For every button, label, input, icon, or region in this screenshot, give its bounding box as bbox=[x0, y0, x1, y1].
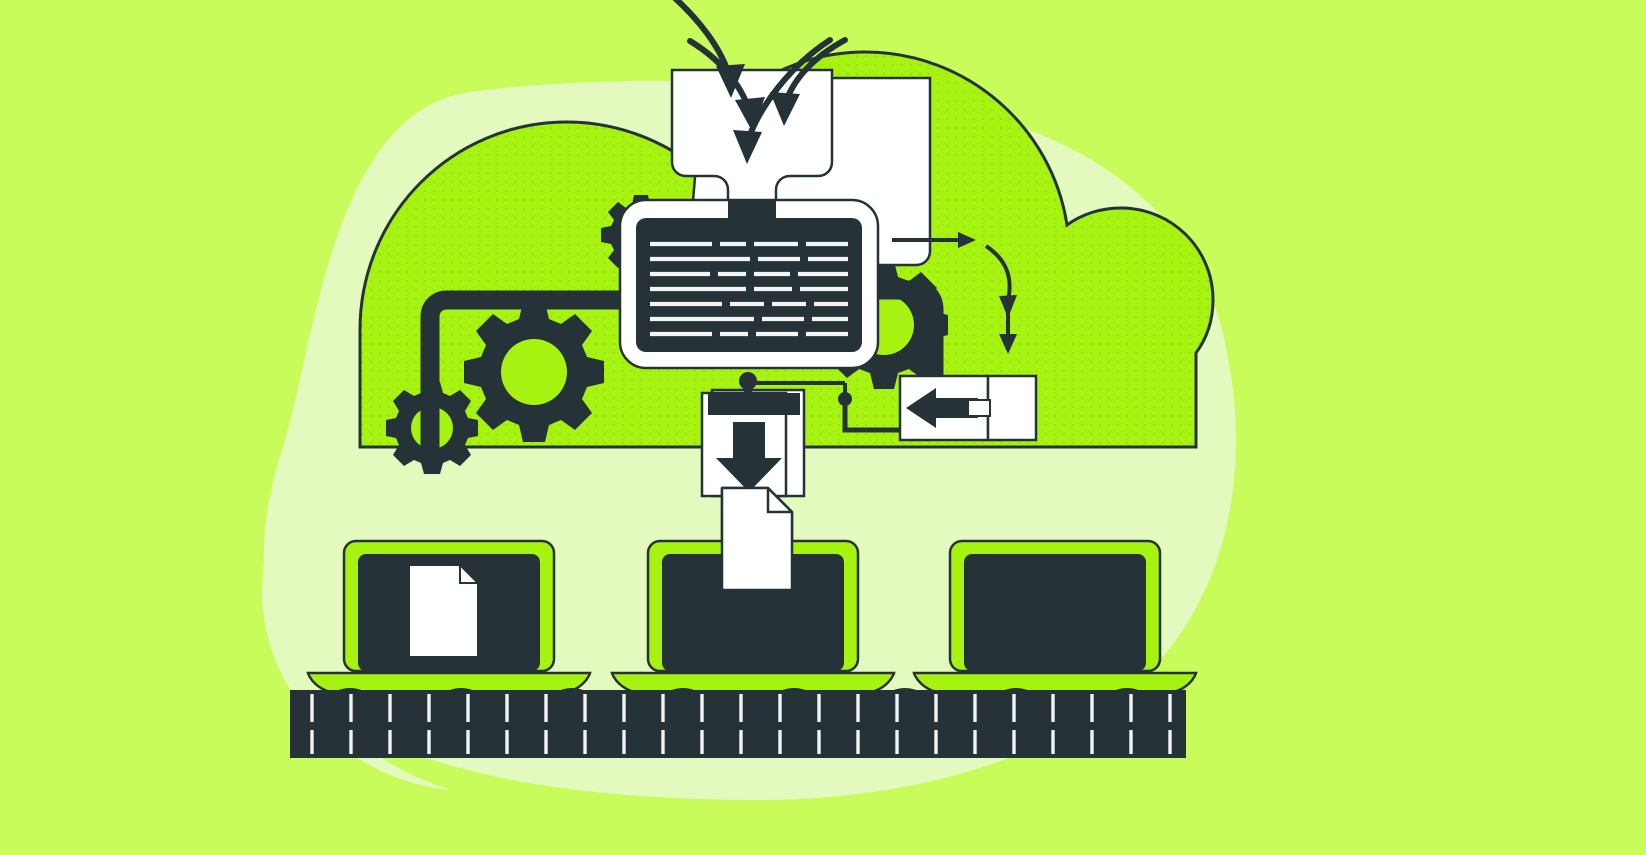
conveyor-rail-bottom bbox=[290, 726, 1186, 758]
gear-large-left-icon bbox=[464, 302, 604, 442]
feedback-module bbox=[898, 374, 1038, 442]
conveyor-ticks-bottom bbox=[310, 730, 1172, 754]
pipe-conduits bbox=[420, 280, 944, 452]
laptop-left bbox=[306, 539, 592, 696]
incoming-arrow-3-icon bbox=[770, 37, 848, 126]
incoming-arrow-2-icon bbox=[687, 38, 765, 131]
incoming-arrow-4-icon bbox=[733, 37, 833, 164]
flow-arrow-indicators bbox=[892, 232, 1017, 354]
laptop-left-screen-document bbox=[408, 564, 479, 658]
processing-unit bbox=[618, 198, 880, 370]
conveyor-ticks-top bbox=[310, 694, 1172, 722]
laptop-center bbox=[610, 539, 896, 696]
flow-arrow-right-icon bbox=[892, 232, 976, 248]
processor-text-lines bbox=[650, 241, 848, 337]
printed-document-front bbox=[720, 486, 794, 592]
printer-module bbox=[700, 372, 806, 498]
conveyor-rail-top bbox=[290, 690, 1186, 726]
conveyor-belt bbox=[290, 688, 1186, 758]
laptop-right bbox=[912, 539, 1198, 696]
flow-arrow-down-icon bbox=[999, 302, 1017, 354]
intake-arrows bbox=[672, 0, 848, 164]
